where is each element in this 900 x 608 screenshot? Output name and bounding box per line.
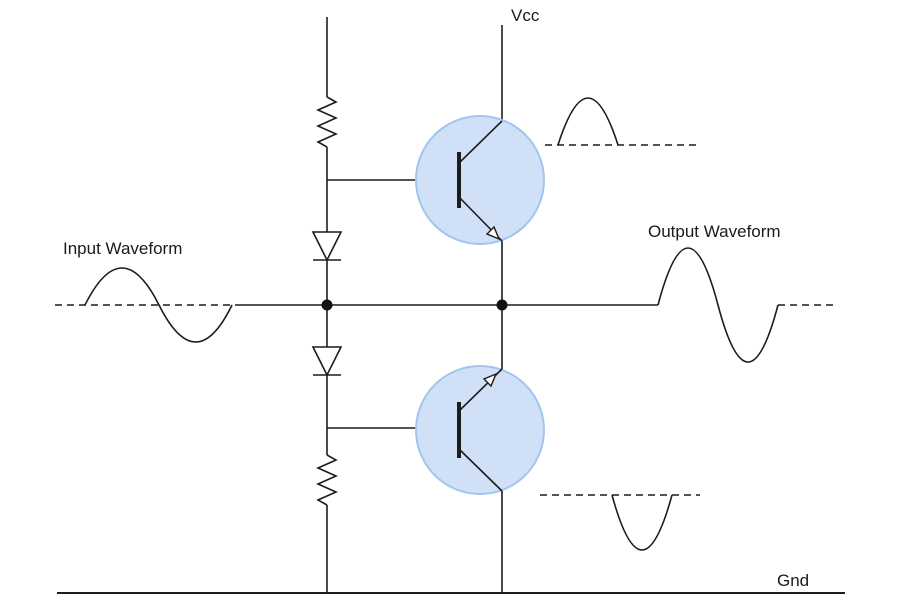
input-waveform-label: Input Waveform — [63, 239, 182, 258]
pnp-transistor-symbol — [415, 365, 545, 495]
output-sine-wave — [657, 247, 779, 363]
resistor-bottom-symbol — [316, 454, 338, 506]
vcc-label: Vcc — [511, 6, 540, 25]
npn-transistor-body — [415, 115, 545, 245]
negative-half-wave — [611, 494, 673, 551]
input-sine-wave — [84, 267, 233, 343]
diode-top-symbol — [311, 231, 343, 262]
gnd-label: Gnd — [777, 571, 809, 590]
output-junction-dot — [496, 299, 508, 311]
diode-bottom-symbol — [311, 346, 343, 377]
resistor-top-symbol — [316, 96, 338, 148]
npn-emitter-arrow — [485, 225, 501, 241]
npn-collector — [458, 120, 503, 164]
positive-half-wave — [557, 97, 619, 146]
bias-chain — [311, 17, 343, 593]
npn-transistor-symbol — [415, 115, 545, 245]
bias-junction-dot — [321, 299, 333, 311]
pnp-emitter-arrow — [482, 372, 498, 388]
pnp-transistor-body — [415, 365, 545, 495]
pnp-collector — [458, 448, 503, 492]
output-waveform-label: Output Waveform — [648, 222, 781, 241]
